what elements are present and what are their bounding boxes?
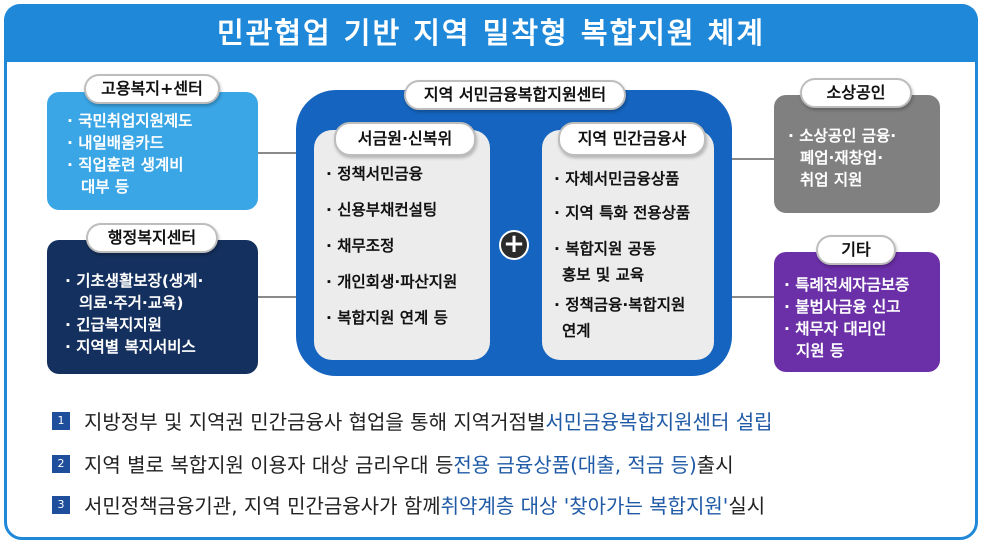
list-item: · 긴급복지지원 <box>65 316 162 334</box>
bullet-number: 2 <box>52 454 70 473</box>
bullet-tail: 실시 <box>728 494 766 518</box>
bullet-text: 지방정부 및 지역권 민간금융사 협업을 통해 지역거점별 <box>84 410 546 434</box>
list-item: 폐업·재창업· <box>800 149 884 167</box>
list-item: · 신용부채컨설팅 <box>326 201 438 219</box>
list-item: · 지역 특화 전용상품 <box>554 204 691 222</box>
list-item: · 직업훈련 생계비 <box>67 156 184 174</box>
bullet-highlight: 서민금융복합지원센터 설립 <box>545 410 773 434</box>
employment-welfare-center-label: 고용복지+센터 <box>84 74 220 104</box>
connector-left-top <box>258 152 298 154</box>
list-item: · 소상공인 금융· <box>788 127 897 145</box>
list-item: · 불법사금융 신고 <box>784 298 901 316</box>
bullet-text: 서민정책금융기관, 지역 민간금융사가 함께 <box>84 494 441 518</box>
list-item: · 정책서민금융 <box>326 165 423 183</box>
plus-icon: + <box>499 230 529 260</box>
others-box: · 특례전세자금보증 · 불법사금융 신고 · 채무자 대리인 지원 등 <box>774 252 940 372</box>
list-item: · 자체서민금융상품 <box>554 170 680 188</box>
local-private-financial-label: 지역 민간금융사 <box>558 122 706 156</box>
bullet-number: 3 <box>52 495 70 514</box>
admin-welfare-center-label: 행정복지센터 <box>86 223 218 253</box>
list-item: · 정책금융·복합지원 <box>554 296 686 314</box>
connector-right-top <box>732 158 774 160</box>
list-item: · 특례전세자금보증 <box>784 276 910 294</box>
diagram-title: 민관협업 기반 지역 밀착형 복합지원 체계 <box>4 4 978 62</box>
bullet-highlight: 전용 금융상품(대출, 적금 등) <box>453 453 697 477</box>
connector-right-bottom <box>732 296 774 298</box>
list-item: 연계 <box>562 322 591 340</box>
bullet-text: 지역 별로 복합지원 이용자 대상 금리우대 등 <box>84 453 454 477</box>
local-private-financial-panel: · 자체서민금융상품 · 지역 특화 전용상품 · 복합지원 공동 홍보 및 교… <box>542 130 714 360</box>
list-item: 의료·주거·교육) <box>79 294 184 312</box>
bullet-highlight: 취약계층 대상 '찾아가는 복합지원' <box>440 494 729 518</box>
list-item: · 복합지원 공동 <box>554 240 657 258</box>
list-item: · 국민취업지원제도 <box>67 112 193 130</box>
list-item: 대부 등 <box>81 178 130 196</box>
list-item: · 채무조정 <box>326 237 395 255</box>
bullet-row: 2 지역 별로 복합지원 이용자 대상 금리우대 등 전용 금융상품(대출, 적… <box>52 449 734 478</box>
small-business-label: 소상공인 <box>800 78 912 108</box>
list-item: · 기초생활보장(생계· <box>65 272 204 290</box>
list-item: 취업 지원 <box>800 171 863 189</box>
list-item: · 복합지원 연계 등 <box>326 309 448 327</box>
bullet-row: 1 지방정부 및 지역권 민간금융사 협업을 통해 지역거점별 서민금융복합지원… <box>52 406 773 435</box>
list-item: · 개인회생·파산지원 <box>326 273 458 291</box>
list-item: · 지역별 복지서비스 <box>65 338 196 356</box>
bullet-tail: 출시 <box>696 453 734 477</box>
list-item: 지원 등 <box>796 342 845 360</box>
small-business-box: · 소상공인 금융· 폐업·재창업· 취업 지원 <box>774 95 940 213</box>
list-item: · 채무자 대리인 <box>784 320 887 338</box>
local-financial-center-label: 지역 서민금융복합지원센터 <box>404 80 626 110</box>
employment-welfare-center-box: · 국민취업지원제도 · 내일배움카드 · 직업훈련 생계비 대부 등 <box>47 92 258 210</box>
admin-welfare-center-box: · 기초생활보장(생계· 의료·주거·교육) · 긴급복지지원 · 지역별 복지… <box>47 240 258 374</box>
kinfa-ccrs-panel: · 정책서민금융 · 신용부채컨설팅 · 채무조정 · 개인회생·파산지원 · … <box>314 130 490 360</box>
others-label: 기타 <box>816 235 896 265</box>
kinfa-ccrs-label: 서금원·신복위 <box>334 122 476 156</box>
list-item: 홍보 및 교육 <box>562 266 645 284</box>
list-item: · 내일배움카드 <box>67 134 164 152</box>
bullet-number: 1 <box>52 411 70 430</box>
connector-left-bottom <box>258 296 298 298</box>
bullet-row: 3 서민정책금융기관, 지역 민간금융사가 함께 취약계층 대상 '찾아가는 복… <box>52 490 765 519</box>
